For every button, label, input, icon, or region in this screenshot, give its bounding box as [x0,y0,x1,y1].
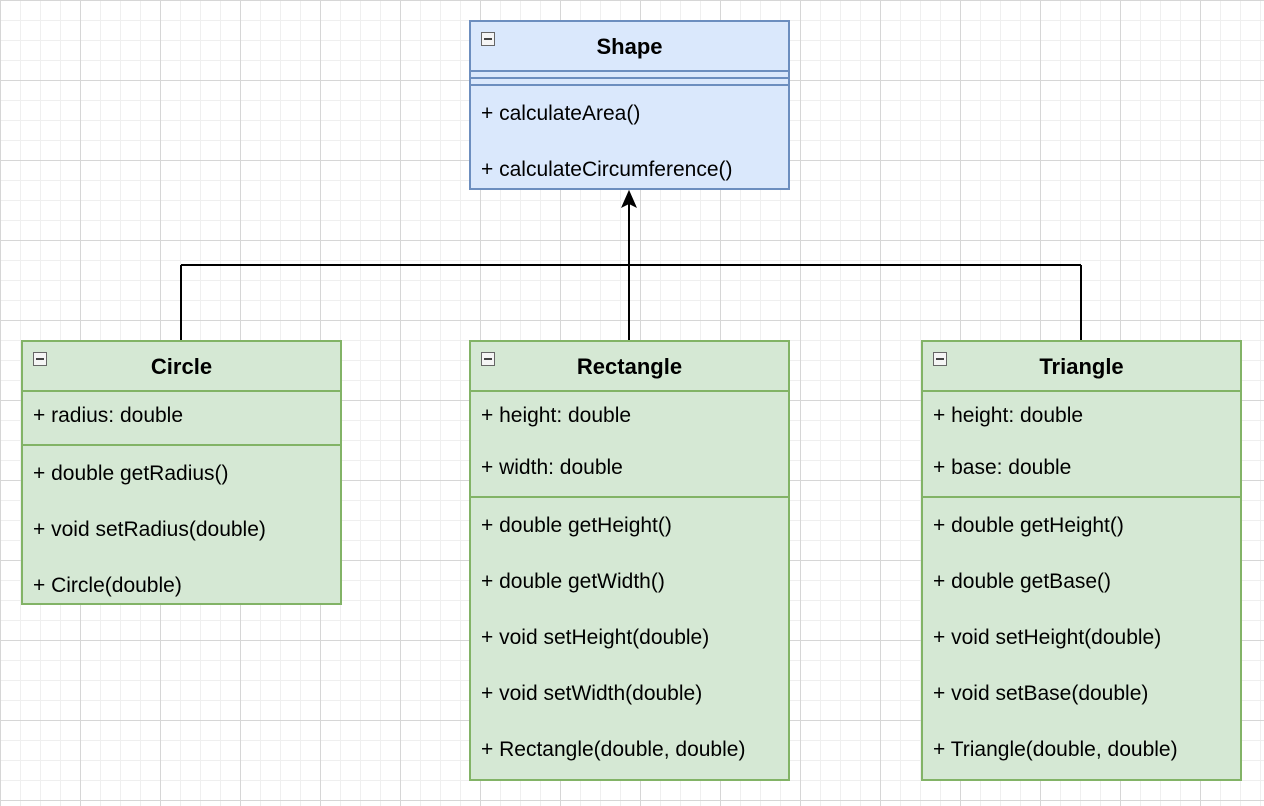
class-header: Circle [23,342,340,392]
collapse-icon[interactable] [481,32,495,46]
inheritance-arrowhead [621,190,637,208]
class-header: Triangle [923,342,1240,392]
methods-section: + double getHeight() + double getWidth()… [471,498,788,782]
attributes-section: + height: double + width: double [471,392,788,498]
method: + calculateArea() [481,102,641,125]
attributes-section: + radius: double [23,392,340,446]
method: + double getRadius() [33,462,229,485]
class-header: Rectangle [471,342,788,392]
class-circle[interactable]: Circle + radius: double + double getRadi… [21,340,342,605]
class-name: Rectangle [576,354,683,379]
method: + Triangle(double, double) [933,738,1178,761]
method: + calculateCircumference() [481,158,733,181]
collapse-icon[interactable] [933,352,947,366]
class-shape[interactable]: Shape + calculateArea() + calculateCircu… [469,20,790,190]
method: + void setHeight(double) [481,626,710,649]
class-name: Circle [150,354,213,379]
class-header: Shape [471,22,788,72]
attributes-section [471,72,788,86]
method: + Circle(double) [33,574,182,597]
attribute: + base: double [933,456,1072,479]
collapse-icon[interactable] [33,352,47,366]
class-rectangle[interactable]: Rectangle + height: double + width: doub… [469,340,790,781]
collapse-icon[interactable] [481,352,495,366]
method: + double getBase() [933,570,1112,593]
method: + void setHeight(double) [933,626,1162,649]
method: + double getWidth() [481,570,665,593]
method: + void setRadius(double) [33,518,266,541]
class-name: Triangle [1039,354,1124,379]
method: + double getHeight() [933,514,1124,537]
class-name: Shape [596,34,663,59]
methods-section: + double getRadius() + void setRadius(do… [23,446,340,618]
attribute: + width: double [481,456,623,479]
attribute: + radius: double [33,404,184,427]
method: + double getHeight() [481,514,672,537]
method: + void setWidth(double) [481,682,703,705]
method: + void setBase(double) [933,682,1149,705]
methods-section: + double getHeight() + double getBase() … [923,498,1240,782]
attribute: + height: double [481,404,632,427]
attribute: + height: double [933,404,1084,427]
class-triangle[interactable]: Triangle + height: double + base: double… [921,340,1242,781]
methods-section: + calculateArea() + calculateCircumferen… [471,86,788,202]
method: + Rectangle(double, double) [481,738,746,761]
attributes-section: + height: double + base: double [923,392,1240,498]
